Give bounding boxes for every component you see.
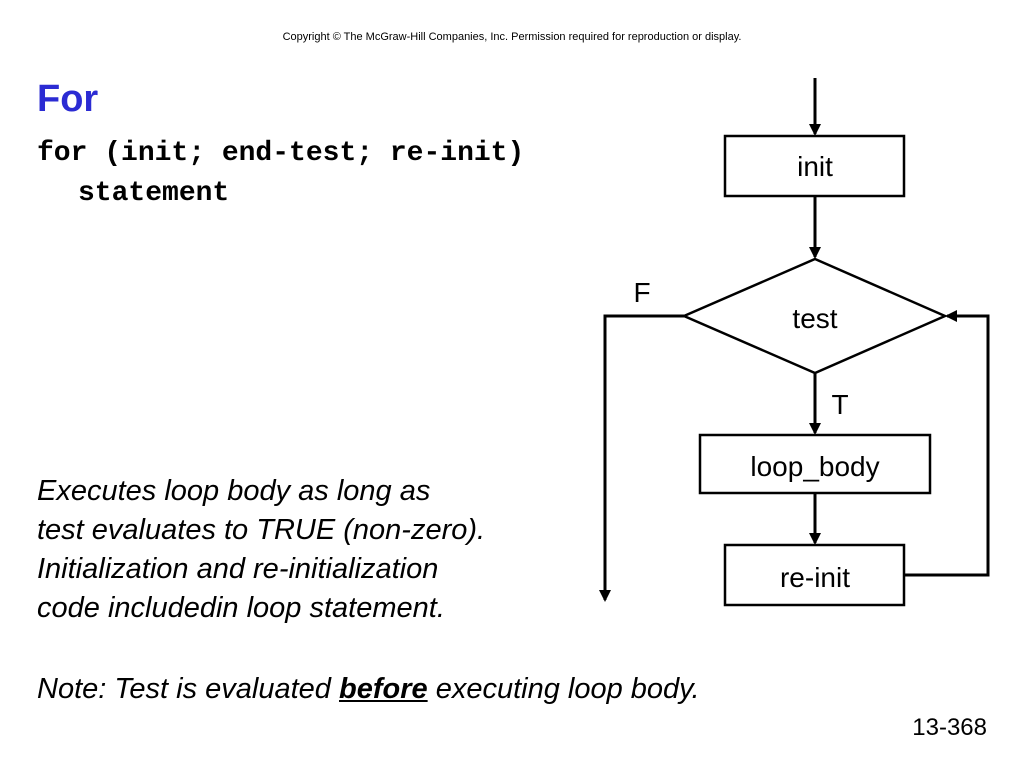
description: Executes loop body as long as test evalu… — [37, 472, 485, 628]
code-line-statement: statement — [78, 178, 230, 209]
init-box — [723, 134, 906, 198]
code-line-for: for (init; end-test; re-init) — [37, 138, 525, 169]
description-line: test evaluates to TRUE (non-zero). — [37, 514, 486, 546]
init-label: init — [797, 151, 833, 182]
reinit-label: re-init — [780, 562, 850, 593]
false-label: F — [633, 277, 650, 308]
note-text-after: executing loop body. — [427, 673, 700, 705]
slide-number: 13-368 — [912, 714, 987, 741]
true-label: T — [831, 389, 848, 420]
loop-body-box — [698, 433, 932, 495]
note: Note: Test is evaluated before executing… — [37, 673, 700, 706]
description-line: Initialization and re-initialization — [37, 553, 439, 585]
note-text-before: Note: Test is evaluated — [37, 673, 339, 705]
reinit-box — [723, 543, 906, 607]
description-line: code includedin loop statement. — [37, 592, 445, 624]
copyright-notice: Copyright © The McGraw-Hill Companies, I… — [282, 31, 742, 43]
slide-title: For — [37, 78, 99, 120]
loop-back-arrow — [904, 310, 990, 577]
false-branch-arrow — [599, 314, 684, 602]
description-line: Executes loop body as long as — [37, 475, 431, 507]
note-emphasis: before — [339, 673, 428, 705]
test-label: test — [792, 303, 837, 334]
loop-body-label: loop_body — [750, 451, 879, 482]
